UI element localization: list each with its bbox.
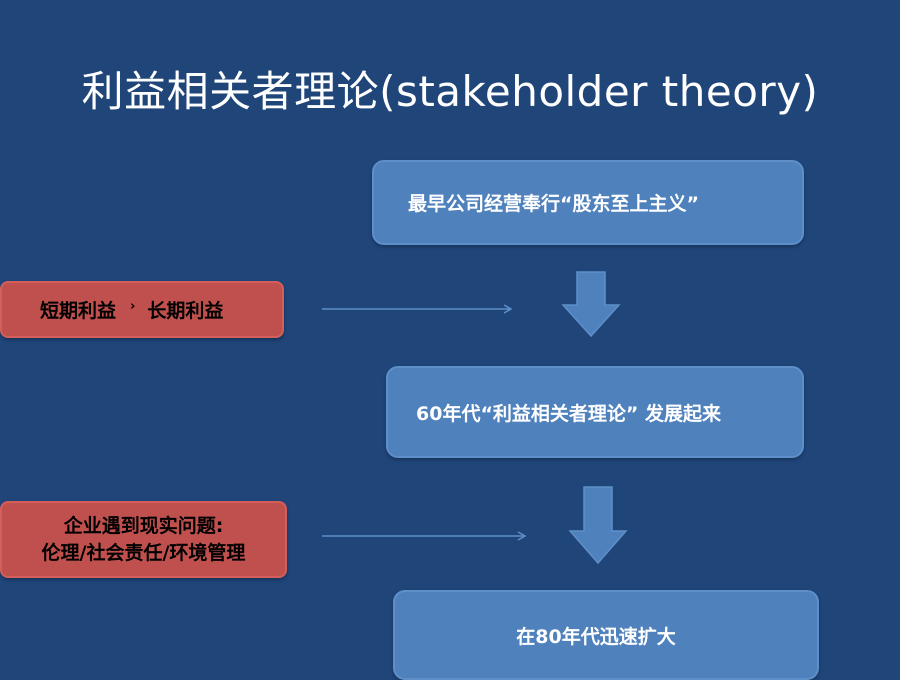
- side-box-real-problems: 企业遇到现实问题: 伦理/社会责任/环境管理: [0, 501, 287, 578]
- flow-box-shareholder-primacy: 最早公司经营奉行“股东至上主义”: [372, 160, 804, 245]
- flow-box-text: 60年代“利益相关者理论” 发展起来: [416, 402, 722, 425]
- down-arrow-icon: [561, 271, 621, 338]
- slide-title: 利益相关者理论(stakeholder theory): [81, 67, 819, 116]
- connector-arrow-1: [322, 304, 513, 314]
- side-box-line1: 企业遇到现实问题:: [63, 514, 224, 537]
- chevron-right-icon: ›: [130, 299, 136, 314]
- down-arrow-icon: [568, 486, 628, 565]
- side-box-left-text: 短期利益: [40, 300, 117, 322]
- side-box-line2: 伦理/社会责任/环境管理: [41, 541, 246, 564]
- flow-box-text: 最早公司经营奉行“股东至上主义”: [408, 193, 699, 215]
- connector-arrow-2: [322, 531, 527, 541]
- flow-box-expansion: 在80年代迅速扩大: [393, 590, 819, 680]
- flow-box-stakeholder-theory: 60年代“利益相关者理论” 发展起来: [386, 366, 804, 458]
- side-box-right-text: 长期利益: [147, 300, 224, 322]
- flow-box-text: 在80年代迅速扩大: [516, 625, 676, 648]
- side-box-short-long-term: 短期利益 › 长期利益: [0, 281, 284, 338]
